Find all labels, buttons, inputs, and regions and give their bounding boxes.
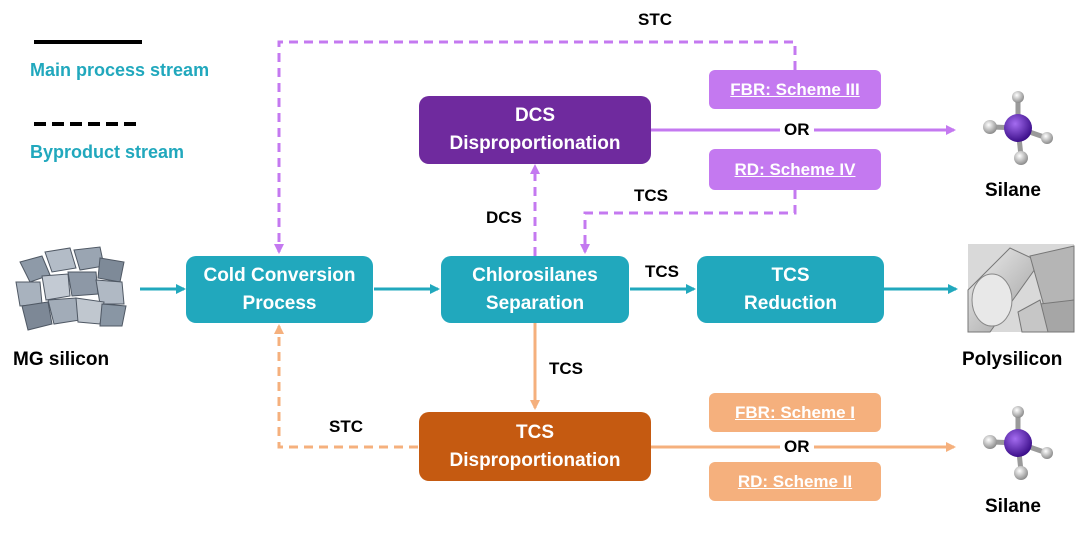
tcs-reduction-line2: Reduction — [744, 292, 837, 314]
tcs-recycle-label: TCS — [634, 186, 668, 205]
fbr-scheme-iii-box: FBR: Scheme III — [709, 70, 881, 109]
cold-conversion-line1: Cold Conversion — [203, 264, 356, 286]
silane-bottom-caption: Silane — [985, 496, 1041, 517]
chlorosilanes-separation-box: Chlorosilanes Separation — [441, 256, 629, 323]
tcs-reduction-line1: TCS — [771, 264, 810, 286]
silane-molecule-icon-bottom — [983, 406, 1053, 480]
tcs-disp-line2: Disproportionation — [449, 449, 621, 471]
fbr-scheme-iii-label: FBR: Scheme III — [730, 79, 860, 99]
dcs-stream-label: DCS — [486, 208, 522, 227]
silane-molecule-icon-top — [983, 91, 1053, 165]
cold-conversion-line2: Process — [242, 292, 317, 314]
dcs-disproportionation-box: DCS Disproportionation — [419, 96, 651, 164]
or-bottom-label: OR — [780, 437, 814, 457]
tcs-disp-line1: TCS — [516, 421, 554, 443]
tcs-to-reduction-label: TCS — [645, 262, 679, 281]
mg-silicon-caption: MG silicon — [13, 349, 110, 370]
stc-top-label: STC — [638, 10, 672, 29]
rd-scheme-ii-label: RD: Scheme II — [737, 471, 853, 491]
fbr-scheme-i-label: FBR: Scheme I — [735, 402, 855, 422]
tcs-disproportionation-box: TCS Disproportionation — [419, 412, 651, 481]
rd-scheme-iv-label: RD: Scheme IV — [734, 159, 856, 179]
polysilicon-image — [967, 244, 1075, 333]
legend-byproduct-stream-label: Byproduct stream — [30, 142, 185, 162]
or-top-label: OR — [780, 120, 814, 140]
dcs-disp-line1: DCS — [514, 105, 556, 126]
stc-recycle-bottom — [274, 324, 418, 449]
silane-top-caption: Silane — [985, 180, 1041, 201]
tcs-reduction-box: TCS Reduction — [697, 256, 884, 323]
rd-scheme-iv-box: RD: Scheme IV — [709, 149, 881, 190]
fbr-scheme-i-box: FBR: Scheme I — [709, 393, 881, 432]
rd-scheme-ii-box: RD: Scheme II — [709, 462, 881, 501]
stc-recycle-top — [274, 40, 797, 254]
polysilicon-caption: Polysilicon — [962, 349, 1063, 370]
tcs-recycle-to-sep — [580, 190, 797, 254]
dcs-disp-line2: Disproportionation — [449, 133, 621, 154]
chlorosilanes-line2: Separation — [485, 292, 585, 314]
tcs-down-label: TCS — [549, 359, 583, 378]
chlorosilanes-line1: Chlorosilanes — [472, 264, 598, 286]
cold-conversion-box: Cold Conversion Process — [186, 256, 373, 323]
mg-silicon-image — [15, 246, 127, 331]
stc-bottom-label: STC — [329, 417, 363, 436]
legend-main-stream-label: Main process stream — [30, 60, 210, 80]
